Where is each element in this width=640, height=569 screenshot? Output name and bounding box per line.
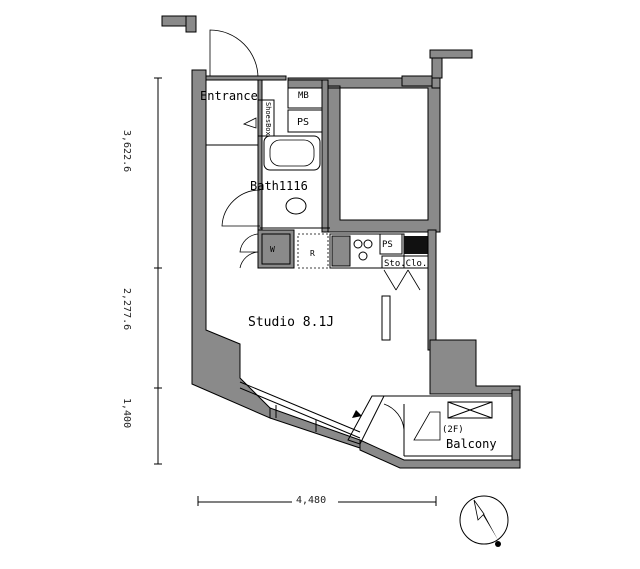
balcony-hatch [447,401,493,419]
wall-top [205,75,287,81]
balcony-door-swing [383,403,405,431]
dim-h-label-bg [292,492,338,506]
bath-label: Bath1116 [250,179,308,193]
entrance-label: Entrance [200,89,258,103]
ps-top-label: PS [297,117,309,128]
kitchen-sink [331,235,351,267]
gas-stove-icon [353,239,363,249]
entrance-step-icon [242,117,257,129]
wall-entrance-stub-2 [185,15,197,33]
mb-label: MB [298,91,309,101]
wall-shaft-top-2 [401,75,433,87]
wall-right [427,229,437,351]
bath-door-swing [221,189,261,227]
wall-balcony-right [511,389,521,467]
ps-kitchen-box [379,233,403,255]
wall-shaft-top [429,49,473,59]
balcony-step-icon [352,410,362,418]
storage-closet-label: Sto.Clo. [384,259,427,269]
entrance-door-swing [209,29,259,79]
wall-lower-diagonal [269,407,361,449]
wall-shaft [287,55,443,233]
fridge-label: R [310,249,315,258]
wall-bath-right [321,79,329,233]
dim-v1-label: 3,622.6 [121,130,132,172]
bathtub-inner [269,139,315,167]
closet-door-swing-left [239,233,259,269]
ps-kitchen-label: PS [382,240,393,250]
wall-balcony-bottom [359,439,521,469]
washing-machine-icon: W [270,245,275,254]
balcony-label: Balcony [446,437,497,451]
washer-box [257,229,295,269]
kitchen-dark-block [404,236,428,254]
floor-marker-label: (2F) [442,425,464,435]
shoes-box [257,99,275,137]
dim-h1-label: 4,480 [296,495,326,506]
window-line-2 [239,381,361,433]
bathtub [263,135,321,171]
washer-inner [261,233,291,265]
shoes-box-label: ShoesBox [264,102,272,136]
stove-burner-3 [358,251,368,261]
studio-label: Studio 8.1J [248,315,334,330]
window-line-1 [239,387,361,439]
dim-v3-label: 1,400 [121,398,132,428]
balcony-door-frame [347,395,385,445]
balcony-ladder [413,411,441,441]
wall-balcony [429,339,521,395]
wall-bath-left [257,79,263,235]
sliding-door [381,295,391,341]
closet-door-swing [383,269,421,291]
bath-sink [285,197,307,215]
balcony-hatch-x2 [447,401,493,419]
stove-burner-2 [363,239,373,249]
dim-v2-label: 2,277.6 [121,288,132,330]
wall-left-outer [191,69,271,419]
north-arrow-icon [459,495,509,547]
